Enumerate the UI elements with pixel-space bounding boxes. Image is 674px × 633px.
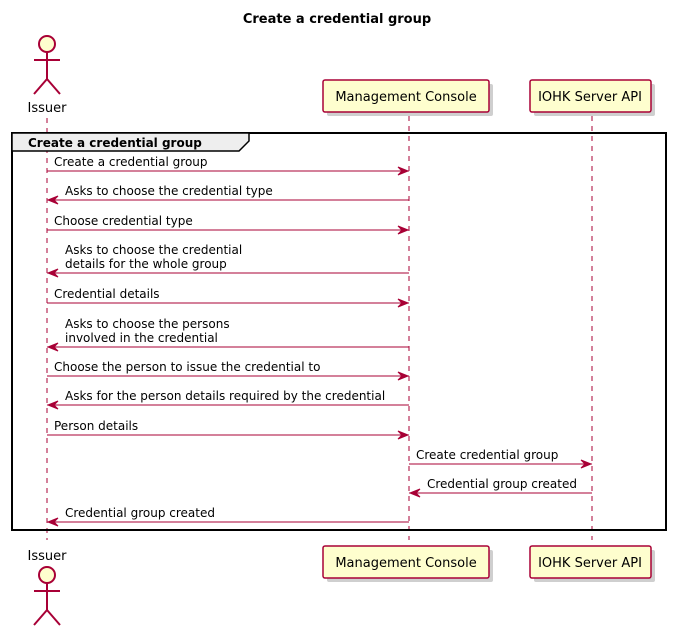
- message-label: Person details: [54, 419, 138, 433]
- message-10: Create credential group: [409, 448, 593, 469]
- actor-head-icon: [38, 35, 56, 53]
- participant-label-issuer: Issuer: [28, 101, 68, 116]
- message-label: involved in the credential: [65, 331, 218, 345]
- message-2: Asks to choose the credential type: [46, 184, 409, 205]
- participant-box: [529, 79, 652, 113]
- participant-label-management-console: Management Console: [335, 90, 476, 105]
- arrowhead-icon: [46, 342, 59, 352]
- message-label: Asks to choose the credential type: [65, 184, 273, 198]
- actor-issuer-top: Issuer: [28, 35, 68, 116]
- participant-box: [529, 545, 652, 579]
- participant-iohk-server-api-top: IOHK Server API: [529, 79, 655, 116]
- arrowhead-icon: [580, 459, 593, 469]
- participant-label-issuer: Issuer: [28, 549, 68, 564]
- message-label: Credential group created: [65, 506, 215, 520]
- actor-issuer-bottom: Issuer: [28, 549, 68, 626]
- arrowhead-icon: [397, 166, 410, 176]
- participant-management-console-top: Management Console: [322, 79, 493, 116]
- message-11: Credential group created: [408, 477, 592, 498]
- actor-body-icon: [33, 52, 61, 95]
- message-label: Create a credential group: [54, 155, 208, 169]
- group-frame-tab: [11, 132, 250, 152]
- message-9: Person details: [47, 419, 410, 440]
- participant-box: [322, 545, 490, 579]
- participant-label-iohk-server-api: IOHK Server API: [538, 90, 642, 105]
- arrowhead-icon: [397, 298, 410, 308]
- message-8: Asks for the person details required by …: [46, 389, 409, 410]
- message-12: Credential group created: [46, 506, 409, 527]
- message-label: details for the whole group: [65, 257, 227, 271]
- message-label: Create credential group: [416, 448, 558, 462]
- message-label: Credential details: [54, 287, 160, 301]
- actor-body-icon: [33, 583, 61, 626]
- message-label: Credential group created: [427, 477, 577, 491]
- message-label: Asks to choose the persons: [65, 317, 230, 331]
- participant-label-iohk-server-api: IOHK Server API: [538, 556, 642, 571]
- participant-box: [322, 79, 490, 113]
- group-frame-border: [11, 132, 667, 531]
- message-3: Choose credential type: [47, 214, 410, 235]
- arrowhead-icon: [46, 195, 59, 205]
- message-5: Credential details: [47, 287, 410, 308]
- arrowhead-icon: [397, 430, 410, 440]
- message-1: Create a credential group: [47, 155, 410, 176]
- participant-iohk-server-api-bottom: IOHK Server API: [529, 545, 655, 582]
- message-7: Choose the person to issue the credentia…: [47, 360, 410, 381]
- participant-management-console-bottom: Management Console: [322, 545, 493, 582]
- message-label: Choose credential type: [54, 214, 193, 228]
- message-label: Asks to choose the credential: [65, 243, 242, 257]
- message-label: Choose the person to issue the credentia…: [54, 360, 320, 374]
- arrowhead-icon: [46, 268, 59, 278]
- diagram-title: Create a credential group: [243, 12, 431, 27]
- actor-head-icon: [38, 566, 56, 584]
- arrowhead-icon: [408, 488, 421, 498]
- participant-label-management-console: Management Console: [335, 556, 476, 571]
- arrowhead-icon: [397, 225, 410, 235]
- message-label: Asks for the person details required by …: [65, 389, 385, 403]
- arrowhead-icon: [46, 400, 59, 410]
- group-frame-label: Create a credential group: [28, 136, 202, 150]
- arrowhead-icon: [46, 517, 59, 527]
- arrowhead-icon: [397, 371, 410, 381]
- group-frame: Create a credential group: [11, 132, 667, 531]
